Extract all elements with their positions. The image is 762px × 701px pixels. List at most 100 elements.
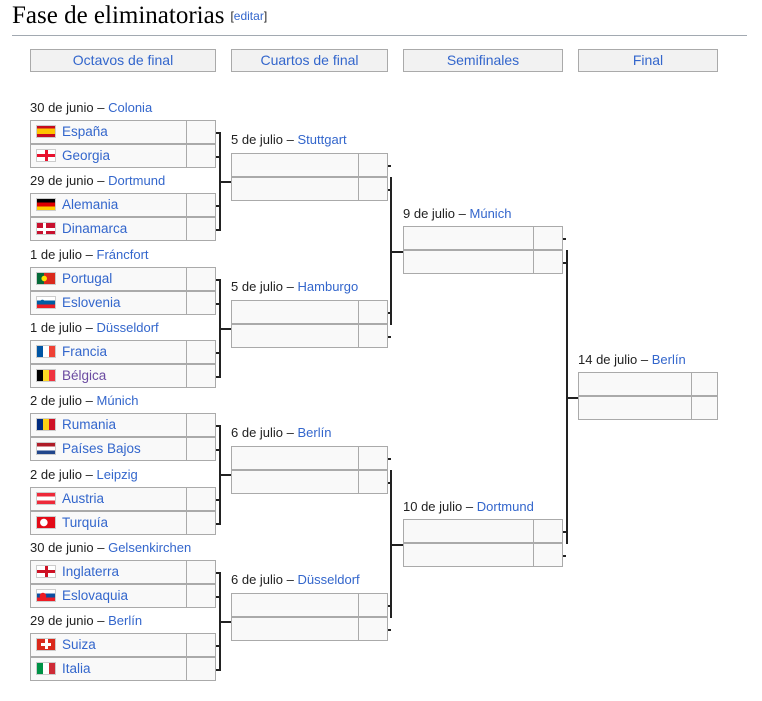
- r16-match-3-slot-1: Portugal: [30, 267, 216, 291]
- r16-match-2-venue-link[interactable]: Dortmund: [108, 173, 166, 188]
- r16-match-1-slot-1: España: [30, 120, 216, 144]
- r16-match-8-venue-link[interactable]: Berlín: [108, 613, 143, 628]
- austria-flag-icon: [36, 491, 56, 505]
- r16-match-6-slot-1-team[interactable]: Austria: [31, 488, 187, 510]
- r16-match-3-slot-1-team[interactable]: Portugal: [31, 268, 187, 290]
- round-header-quarterfinals[interactable]: Cuartos de final: [231, 49, 388, 72]
- round-header-final[interactable]: Final: [578, 49, 718, 72]
- connector: [219, 328, 231, 330]
- r16-match-2-slot-1-team[interactable]: Alemania: [31, 194, 187, 216]
- connector: [219, 645, 221, 671]
- r16-match-8-slot-1-team-name[interactable]: Suiza: [62, 637, 96, 652]
- connector: [216, 572, 220, 574]
- r16-match-4-venue-link[interactable]: Düsseldorf: [96, 320, 159, 335]
- heading-divider: [12, 35, 747, 36]
- r16-match-1-venue-link[interactable]: Colonia: [108, 100, 153, 115]
- section-heading: Fase de eliminatorias[editar]: [12, 2, 267, 30]
- qf-match-3-slot-1: [231, 446, 388, 470]
- final-match-venue-link[interactable]: Berlín: [651, 352, 686, 367]
- connector: [216, 669, 220, 671]
- r16-match-4-slot-2-team[interactable]: Bélgica: [31, 365, 187, 387]
- r16-match-4-slot-1-team[interactable]: Francia: [31, 341, 187, 363]
- qf-match-1-info: 5 de julio – Stuttgart: [231, 132, 347, 148]
- r16-match-5-venue-link[interactable]: Múnich: [96, 393, 139, 408]
- connector: [216, 132, 220, 134]
- r16-match-1-date: 30 de junio: [30, 100, 94, 115]
- r16-match-6-date: 2 de julio: [30, 467, 83, 482]
- r16-match-1-slot-1-team-name[interactable]: España: [62, 124, 108, 139]
- r16-match-3-slot-2-team[interactable]: Eslovenia: [31, 292, 187, 314]
- r16-match-6-slot-2-team[interactable]: Turquía: [31, 512, 187, 534]
- round-header-semifinals[interactable]: Semifinales: [403, 49, 563, 72]
- r16-match-6-slot-2-team-name[interactable]: Turquía: [62, 515, 109, 530]
- qf-match-4-venue-link[interactable]: Düsseldorf: [297, 572, 360, 587]
- round-header-round-of-16[interactable]: Octavos de final: [30, 49, 216, 72]
- r16-match-5-slot-2-team[interactable]: Países Bajos: [31, 438, 187, 460]
- r16-match-8-slot-2: Italia: [30, 657, 216, 681]
- r16-match-2-slot-2-team-name[interactable]: Dinamarca: [62, 221, 128, 236]
- sf-match-2-venue-link[interactable]: Dortmund: [476, 499, 534, 514]
- r16-match-4-slot-2-team-name[interactable]: Bélgica: [62, 368, 107, 383]
- r16-match-5-slot-1-team-name[interactable]: Rumania: [62, 417, 117, 432]
- r16-match-7-slot-1-team-name[interactable]: Inglaterra: [62, 564, 120, 579]
- connector: [388, 336, 391, 338]
- france-flag-icon: [36, 344, 56, 358]
- r16-match-4-slot-1-team-name[interactable]: Francia: [62, 344, 108, 359]
- r16-match-7-slot-2: Eslovaquia: [30, 584, 216, 608]
- sf-match-1-slot-2-team: [404, 251, 534, 273]
- connector: [563, 555, 566, 557]
- r16-match-8-slot-2-team-name[interactable]: Italia: [62, 661, 91, 676]
- r16-match-5-info: 2 de julio – Múnich: [30, 393, 138, 409]
- sf-match-1-info: 9 de julio – Múnich: [403, 206, 511, 222]
- edit-section: [editar]: [230, 9, 267, 23]
- r16-match-6-venue-link[interactable]: Leipzig: [96, 467, 138, 482]
- r16-match-1-slot-2-team-name[interactable]: Georgia: [62, 148, 111, 163]
- r16-match-6-slot-1-team-name[interactable]: Austria: [62, 491, 105, 506]
- qf-match-2-slot-1: [231, 300, 388, 324]
- r16-match-7-slot-2-team[interactable]: Eslovaquia: [31, 585, 187, 607]
- r16-match-7-venue-link[interactable]: Gelsenkirchen: [108, 540, 192, 555]
- qf-match-4-separator: –: [283, 572, 298, 587]
- r16-match-2-slot-2-team[interactable]: Dinamarca: [31, 218, 187, 240]
- qf-match-1-slot-2: [231, 177, 388, 201]
- qf-match-4-info: 6 de julio – Düsseldorf: [231, 572, 360, 588]
- edit-link[interactable]: editar: [233, 9, 264, 23]
- r16-match-4-slot-1: Francia: [30, 340, 216, 364]
- qf-match-2-venue-link[interactable]: Hamburgo: [297, 279, 359, 294]
- belgium-flag-icon: [36, 368, 56, 382]
- qf-match-1-venue-link[interactable]: Stuttgart: [297, 132, 347, 147]
- connector: [563, 262, 566, 264]
- turkey-flag-icon: [36, 515, 56, 529]
- r16-match-3-slot-1-team-name[interactable]: Portugal: [62, 271, 113, 286]
- portugal-flag-icon: [36, 271, 56, 285]
- connector: [216, 523, 220, 525]
- connector: [216, 279, 220, 281]
- sf-match-1-venue-link[interactable]: Múnich: [469, 206, 512, 221]
- qf-match-1-slot-1: [231, 153, 388, 177]
- r16-match-2-slot-1-team-name[interactable]: Alemania: [62, 197, 119, 212]
- r16-match-8-slot-2-team[interactable]: Italia: [31, 658, 187, 680]
- r16-match-8-separator: –: [93, 613, 109, 628]
- qf-match-2-separator: –: [283, 279, 298, 294]
- sf-match-2-slot-1-team: [404, 520, 534, 542]
- r16-match-1-slot-1-team[interactable]: España: [31, 121, 187, 143]
- r16-match-8-slot-1-team[interactable]: Suiza: [31, 634, 187, 656]
- qf-match-3-venue-link[interactable]: Berlín: [297, 425, 332, 440]
- qf-match-2-slot-2: [231, 324, 388, 348]
- r16-match-3-venue-link[interactable]: Fráncfort: [96, 247, 149, 262]
- r16-match-3-slot-2-team-name[interactable]: Eslovenia: [62, 295, 121, 310]
- r16-match-3-date: 1 de julio: [30, 247, 83, 262]
- connector: [216, 449, 220, 451]
- final-slot-1: [578, 372, 718, 396]
- r16-match-5-slot-2-team-name[interactable]: Países Bajos: [62, 441, 141, 456]
- r16-match-7-slot-1-team[interactable]: Inglaterra: [31, 561, 187, 583]
- r16-match-7-slot-2-team-name[interactable]: Eslovaquia: [62, 588, 129, 603]
- r16-match-1-slot-2-team[interactable]: Georgia: [31, 145, 187, 167]
- qf-match-4-slot-1: [231, 593, 388, 617]
- connector: [216, 499, 220, 501]
- qf-match-4-slot-2: [231, 617, 388, 641]
- qf-match-3-date: 6 de julio: [231, 425, 284, 440]
- connector: [216, 229, 220, 231]
- r16-match-5-slot-1-team[interactable]: Rumania: [31, 414, 187, 436]
- sf-match-1-date: 9 de julio: [403, 206, 456, 221]
